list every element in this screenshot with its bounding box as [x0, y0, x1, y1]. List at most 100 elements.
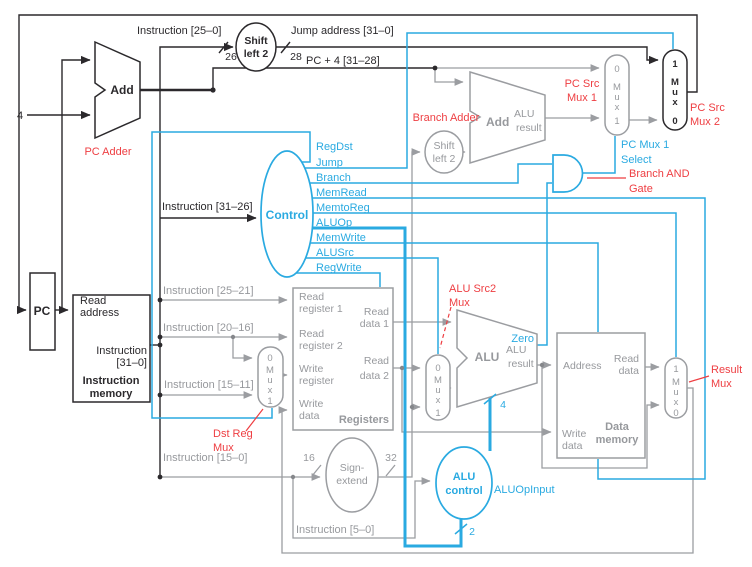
alu-src2-mux	[425, 354, 451, 421]
annotation-pc-src-mux1-a: PC Src	[565, 78, 600, 90]
mux1-m: M	[613, 82, 621, 93]
wire-writeback	[278, 387, 694, 554]
pointer-result-mux	[688, 375, 710, 383]
label-pc-mux1-select-a: PC Mux 1	[621, 139, 669, 151]
shift-left-2-jump-label-1: Shift	[244, 35, 268, 47]
mux2-m: M	[671, 77, 679, 88]
label-instr-5-0: Instruction [5–0]	[296, 524, 374, 536]
branch-adder-result-2: result	[516, 122, 542, 134]
dst-reg-mux-labels: 0 M u x 1	[266, 353, 274, 407]
wire-funct	[292, 477, 431, 539]
result-mux-in1: 1	[673, 364, 678, 375]
signal-memwrite: MemWrite	[316, 232, 366, 244]
control-wires	[151, 32, 706, 548]
mem-read-data-2: data	[619, 365, 640, 377]
shift-left-2-branch-label-2: left 2	[433, 153, 456, 165]
mux2-u: u	[672, 87, 678, 98]
wire-jump-address	[276, 46, 659, 65]
label-pc-mux1-select-b: Select	[621, 154, 652, 166]
result-mux-in0: 0	[673, 408, 678, 419]
alu-zero-label: Zero	[511, 333, 534, 345]
wire-zero	[537, 182, 552, 346]
mux1-u: u	[614, 92, 619, 103]
instruction-memory	[72, 294, 151, 403]
shift-left-2-jump	[235, 22, 277, 72]
mem-name-2: memory	[596, 434, 640, 446]
dst-mux-x: x	[268, 385, 273, 396]
annotation-dst-reg-mux-1: Dst Reg	[213, 428, 253, 440]
slash-4	[483, 393, 497, 405]
mux2-in1: 1	[672, 59, 678, 70]
reg-write-data-a: Write	[299, 398, 323, 410]
signal-regwrite: RegWrite	[316, 262, 362, 274]
pc-src-mux-2	[662, 49, 688, 131]
label-width-4: 4	[500, 399, 506, 411]
imem-name-2: memory	[90, 388, 134, 400]
imem-instruction-1: Instruction	[96, 345, 147, 357]
mux1-in1: 1	[614, 116, 619, 127]
registers-name: Registers	[339, 414, 389, 426]
slash-2	[454, 523, 468, 535]
reg-read-data2-a: Read	[364, 355, 389, 367]
wire-alusrc	[306, 257, 439, 354]
shift-left-2-branch	[424, 130, 464, 174]
shift-left-2-jump-label-2: left 2	[244, 48, 269, 60]
mux2-x: x	[672, 97, 678, 108]
label-aluopinput: ALUOpInput	[494, 484, 555, 496]
annotation-pc-src-mux1-b: Mux 1	[567, 92, 597, 104]
wire-pc-to-adder	[61, 55, 91, 310]
slash-16	[311, 464, 322, 477]
label-const-4: 4	[17, 110, 23, 122]
imem-instruction-2: [31–0]	[116, 357, 147, 369]
wire-rd2-to-mem	[401, 368, 552, 436]
wire-memtoreg	[313, 212, 677, 357]
pc-src-mux-1	[604, 54, 630, 136]
branch-adder	[469, 70, 546, 165]
result-mux	[664, 357, 688, 419]
alu-control-name-1: ALU	[453, 471, 476, 483]
pc-src-mux-2-labels: 1 M u x 0	[671, 59, 679, 127]
wire-alu-bypass	[541, 365, 660, 469]
dst-mux-u: u	[267, 375, 272, 386]
pc-src-mux-1-labels: 0 M u x 1	[613, 64, 621, 127]
wire-signext-out	[378, 148, 421, 478]
result-mux-m: M	[672, 377, 680, 388]
wire-memwrite	[310, 242, 599, 332]
wire-regdst	[151, 131, 311, 419]
mux1-in0: 0	[614, 64, 619, 75]
annotation-result-mux-b: Mux	[711, 378, 732, 390]
wire-pc-feedback	[16, 14, 698, 315]
wire-pc4-to-branch-adder	[434, 68, 464, 86]
alu-name: ALU	[475, 350, 500, 364]
annotation-pc-adder: PC Adder	[84, 146, 131, 158]
alu-result-1: ALU	[506, 344, 526, 356]
reg-read-data1-b: data 1	[360, 318, 389, 330]
wire-regwrite	[295, 272, 381, 287]
shift-left-2-branch-label-1: Shift	[433, 140, 454, 152]
mux1-x: x	[615, 102, 620, 113]
annotation-result-mux-a: Result	[711, 364, 742, 376]
slash-28	[280, 41, 291, 54]
annotation-and-gate-b: Gate	[629, 183, 653, 195]
annotation-branch-adder: Branch Adder	[413, 112, 480, 124]
reg-read-reg1-b: register 1	[299, 303, 343, 315]
signal-memread: MemRead	[316, 187, 367, 199]
label-instr-25-21: Instruction [25–21]	[163, 285, 254, 297]
annotation-pc-src-mux2-a: PC Src	[690, 102, 725, 114]
label-width-28: 28	[290, 51, 302, 63]
reg-write-reg-a: Write	[299, 363, 323, 375]
control-name: Control	[266, 208, 309, 222]
wire-aluop	[312, 226, 463, 548]
branch-and-gate	[552, 154, 584, 193]
alu-control-name-2: control	[445, 485, 482, 497]
dst-mux-m: M	[266, 365, 274, 376]
signal-jump: Jump	[316, 157, 343, 169]
label-jump-address: Jump address [31–0]	[291, 25, 394, 37]
label-width-26: 26	[225, 51, 237, 63]
result-mux-u: u	[673, 387, 678, 398]
reg-read-data2-b: data 2	[360, 370, 389, 382]
signal-aluop: ALUOp	[316, 217, 352, 229]
annotation-alu-src2-mux-1: ALU Src2	[449, 283, 496, 295]
alu-control	[435, 446, 493, 520]
label-width-2: 2	[469, 526, 475, 538]
